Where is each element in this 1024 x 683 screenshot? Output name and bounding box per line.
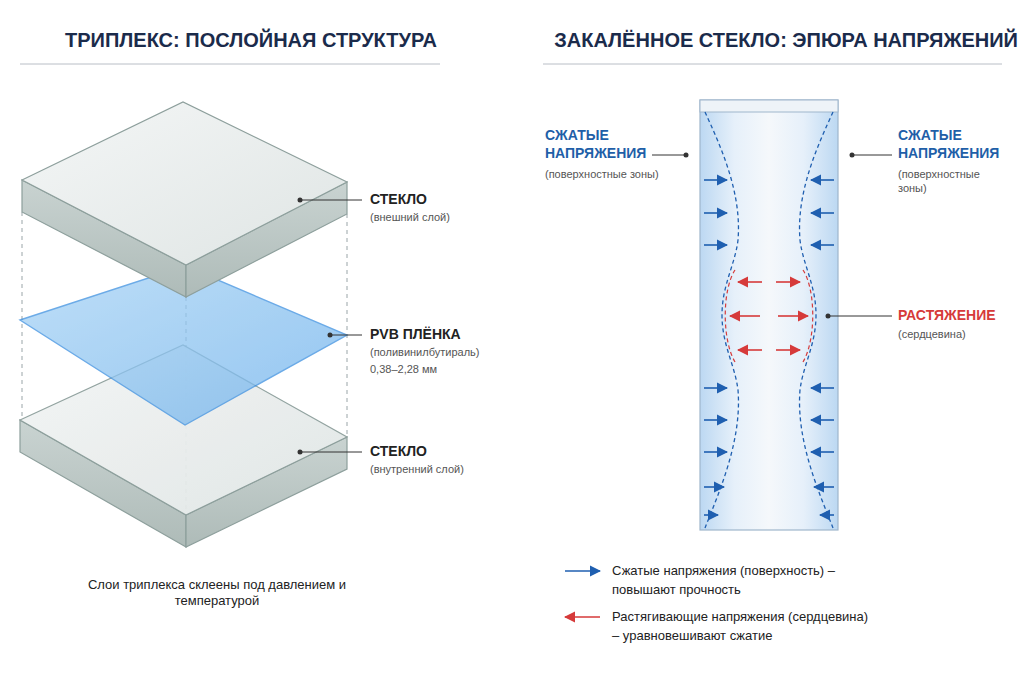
drawing-part <box>826 314 831 319</box>
drawing-part <box>704 419 727 421</box>
drawing-part <box>730 315 760 317</box>
stress-label: СЖАТЫЕ НАПРЯЖЕНИЯ <box>545 127 663 162</box>
leader-dots <box>298 198 333 455</box>
leader-lines <box>300 200 362 452</box>
drawing-part <box>776 349 800 351</box>
drawing-part <box>684 153 689 158</box>
dimension: 0,38–2,28 мм <box>370 363 510 377</box>
drawing-part <box>704 451 727 453</box>
drawing-part <box>800 112 833 528</box>
compression-arrows <box>704 180 834 515</box>
drawing-part <box>704 212 727 214</box>
drawing-part <box>330 335 362 336</box>
drawing-part <box>778 315 808 317</box>
legend-sample-compression <box>565 570 600 572</box>
tempered-glass-pane <box>700 100 838 530</box>
drawing-part <box>811 387 834 389</box>
leader-lines <box>652 155 892 316</box>
panel-heading: ЗАКАЛЁННОЕ СТЕКЛО: ЭПЮРА НАПРЯЖЕНИЙ <box>554 28 1018 53</box>
layer-name: СТЕКЛО <box>370 191 500 209</box>
heading-rule <box>543 64 1002 65</box>
layer-name: СТЕКЛО <box>370 443 500 461</box>
drawing-part <box>300 452 362 453</box>
drawing-part <box>811 451 834 453</box>
drawing-part <box>828 316 892 317</box>
stress-label: РАСТЯЖЕНИЕ <box>898 307 1018 325</box>
tension-arrows <box>730 282 808 350</box>
panel-heading: ТРИПЛЕКС: ПОСЛОЙНАЯ СТРУКТУРА <box>65 28 437 53</box>
layer-note: (внутренний слой) <box>370 463 500 477</box>
zone-note: (поверхностные зоны) <box>898 168 998 196</box>
tension-zone <box>725 270 813 362</box>
zone-note: (поверхностные зоны) <box>545 168 680 182</box>
stress-profile <box>705 112 833 528</box>
drawing-part <box>814 486 834 488</box>
drawing-part <box>652 155 686 156</box>
drawing-part <box>738 349 762 351</box>
drawing-part <box>704 514 718 516</box>
drawing-part <box>811 244 834 246</box>
drawing-part <box>704 486 724 488</box>
drawing-part <box>776 281 800 283</box>
drawing-part <box>300 200 362 201</box>
drawing-part <box>22 102 347 265</box>
heading-rule <box>20 64 440 65</box>
drawing-part <box>298 450 303 455</box>
drawing-part <box>852 155 892 156</box>
drawing-part <box>811 179 834 181</box>
drawing-part <box>811 212 834 214</box>
glass-plate-outer <box>22 102 347 297</box>
layer-note: (поливинилбутираль) <box>370 346 510 360</box>
drawing-part <box>704 179 727 181</box>
drawing-part <box>811 419 834 421</box>
drawing-part <box>22 212 23 420</box>
drawing-part <box>705 112 738 528</box>
layer-note: (внешний слой) <box>370 211 500 225</box>
drawing-part <box>328 333 333 338</box>
drawing-part <box>704 244 727 246</box>
drawing-part <box>850 153 855 158</box>
pane-top-edge <box>700 100 838 112</box>
drawing-part <box>704 387 727 389</box>
zone-note: (сердцевина) <box>898 328 1018 342</box>
caption: Слои триплекса склеены под давлением и т… <box>62 577 372 610</box>
legend-sample-tension <box>565 616 600 618</box>
legend-text: Растягивающие напряжения (сердцевина) – … <box>612 608 874 646</box>
drawing-part <box>298 198 303 203</box>
stress-label: СЖАТЫЕ НАПРЯЖЕНИЯ <box>898 127 1016 162</box>
drawing-part <box>347 214 348 437</box>
drawing-part <box>738 281 762 283</box>
legend-text: Сжатые напряжения (поверхность) – повыша… <box>612 562 874 600</box>
layer-name: PVB ПЛЁНКА <box>370 326 510 344</box>
drawing-part <box>820 514 834 516</box>
leader-dots <box>684 153 855 319</box>
